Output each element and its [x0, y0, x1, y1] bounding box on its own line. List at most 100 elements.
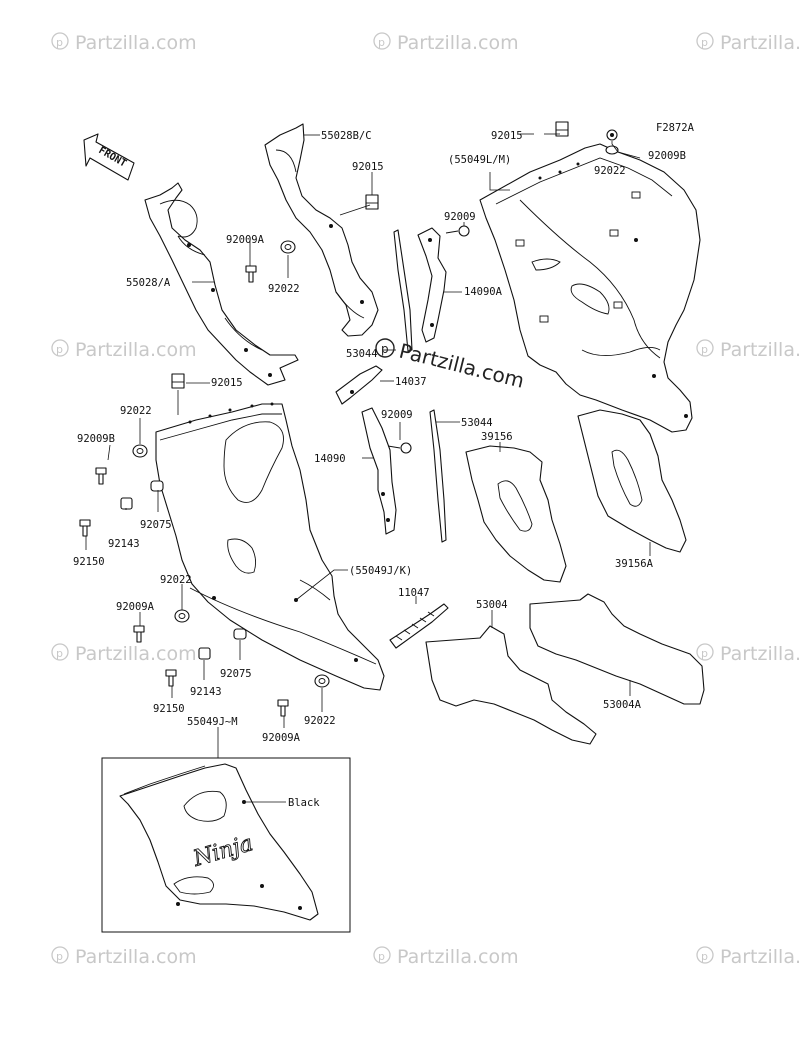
bolt-icon — [277, 699, 289, 717]
label-92075: 92075 — [140, 519, 172, 531]
watermark-text: Partzilla.com — [720, 643, 800, 665]
bolt-icon — [245, 265, 257, 283]
washer-icon — [132, 444, 148, 458]
watermark-text: Partzilla.com — [720, 32, 800, 54]
bolt-icon — [445, 225, 470, 237]
front-arrow-icon: FRONT — [83, 133, 135, 181]
washer-icon — [314, 674, 330, 688]
part-55049lm-upper-cowl — [479, 143, 701, 433]
label-92075: 92075 — [220, 668, 252, 680]
hardware-clip-92015-top — [555, 121, 569, 137]
part-55049jk-lower-cowl — [155, 402, 385, 691]
watermark-low-right: p Partzilla.com — [696, 643, 800, 665]
label-92009a: 92009A — [226, 234, 265, 246]
inset-box: Black Ninja — [101, 757, 351, 933]
washer-icon — [280, 240, 296, 254]
part-53044-lower-strip — [429, 409, 447, 543]
label-92009b: 92009B — [77, 433, 115, 445]
label-53044: 53044 — [461, 417, 493, 429]
watermark-text: Partzilla.com — [397, 946, 519, 968]
label-92015: 92015 — [211, 377, 243, 389]
label-92143: 92143 — [108, 538, 140, 550]
washer-icon — [174, 609, 190, 623]
watermark-text: Partzilla.com — [75, 643, 197, 665]
watermark-top-right: p Partzilla.com — [696, 32, 800, 54]
part-55028bc-inner-panel — [264, 123, 379, 337]
bolt-icon — [165, 669, 177, 687]
part-53044-upper-strip — [393, 229, 413, 352]
label-14090: 14090 — [314, 453, 346, 465]
svg-text:p: p — [701, 343, 708, 356]
svg-text:p: p — [701, 36, 708, 49]
watermark-mid-right: p Partzilla.com — [696, 339, 800, 361]
watermark-bottom-center: p Partzilla.com — [373, 946, 519, 968]
label-39156: 39156 — [481, 431, 513, 443]
part-39156a-pad — [577, 409, 687, 553]
watermark-text: Partzilla.com — [720, 339, 800, 361]
bolt-icon — [79, 519, 91, 537]
watermark-layer: p Partzilla.com p Partzilla.com p Partzi… — [51, 32, 800, 968]
grommet-icon — [150, 480, 164, 492]
watermark-text: Partzilla.com — [397, 32, 519, 54]
svg-text:p: p — [56, 647, 63, 660]
watermark-text: Partzilla.com — [75, 339, 197, 361]
label-53004: 53004 — [476, 599, 508, 611]
part-14037-bracket — [335, 365, 383, 405]
label-11047: 11047 — [398, 587, 430, 599]
part-53004-insulator — [425, 625, 597, 745]
svg-text:p: p — [381, 342, 389, 356]
label-92022: 92022 — [594, 165, 626, 177]
part-39156-pad — [465, 445, 567, 583]
label-92022: 92022 — [268, 283, 300, 295]
label-92022: 92022 — [304, 715, 336, 727]
watermark-top-center: p Partzilla.com — [373, 32, 519, 54]
svg-text:p: p — [56, 36, 63, 49]
label-92009b: 92009B — [648, 150, 686, 162]
label-55028a: 55028/A — [126, 277, 171, 289]
part-11047-guard — [389, 603, 449, 649]
bolt-icon — [387, 442, 412, 454]
watermark-text: Partzilla.com — [75, 32, 197, 54]
watermark-top-left: p Partzilla.com — [51, 32, 197, 54]
hardware-clip-92015-mid — [365, 194, 379, 210]
inset-note-black: Black — [288, 797, 320, 809]
watermark-low-left: p Partzilla.com — [51, 643, 197, 665]
label-92143: 92143 — [190, 686, 222, 698]
watermark-text: Partzilla.com — [720, 946, 800, 968]
label-14037: 14037 — [395, 376, 427, 388]
bolt-icon — [606, 129, 618, 141]
watermark-bottom-right: p Partzilla.com — [696, 946, 800, 968]
label-92150: 92150 — [73, 556, 105, 568]
svg-text:p: p — [378, 36, 385, 49]
label-92015: 92015 — [491, 130, 523, 142]
label-92009a: 92009A — [262, 732, 301, 744]
part-14090a-bracket — [417, 227, 447, 343]
watermark-bottom-left: p Partzilla.com — [51, 946, 197, 968]
label-55028bc: 55028B/C — [321, 130, 372, 142]
label-92015: 92015 — [352, 161, 384, 173]
svg-text:p: p — [701, 950, 708, 963]
label-53004a: 53004A — [603, 699, 642, 711]
svg-text:p: p — [701, 647, 708, 660]
label-92022: 92022 — [120, 405, 152, 417]
svg-text:p: p — [56, 343, 63, 356]
label-39156a: 39156A — [615, 558, 654, 570]
label-92150: 92150 — [153, 703, 185, 715]
bolt-icon — [133, 625, 145, 643]
watermark-mid-left: p Partzilla.com — [51, 339, 197, 361]
bolt-icon — [95, 467, 107, 485]
figure-code: F2872A — [656, 122, 695, 134]
grommet-icon — [233, 628, 247, 640]
label-92022: 92022 — [160, 574, 192, 586]
hardware-clip-92015-left — [171, 373, 185, 389]
label-55049jk: (55049J/K) — [349, 565, 412, 577]
label-55049jm: 55049J~M — [187, 716, 238, 728]
part-53004a-insulator — [529, 593, 705, 705]
label-92009a: 92009A — [116, 601, 155, 613]
label-92009: 92009 — [444, 211, 476, 223]
leader-lines — [85, 133, 651, 758]
label-92009: 92009 — [381, 409, 413, 421]
watermark-text: Partzilla.com — [75, 946, 197, 968]
part-labels: 55028B/C 92015 92009A 92022 55028/A 9201… — [73, 130, 686, 744]
